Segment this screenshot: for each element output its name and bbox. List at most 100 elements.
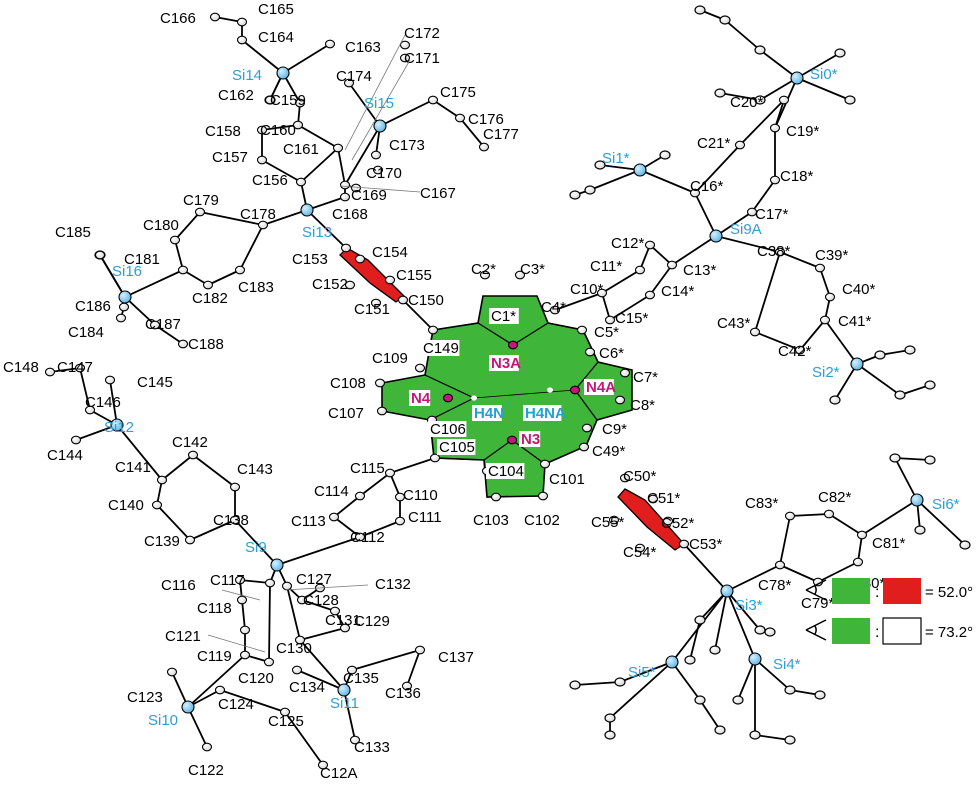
label-c169: C169	[351, 187, 387, 204]
label-c115: C115	[350, 460, 385, 477]
atom-ellipsoid	[834, 48, 846, 58]
atom-c127	[281, 581, 293, 591]
bond	[779, 251, 821, 269]
atom-c156	[295, 177, 307, 187]
label-c41: C41*	[838, 313, 872, 330]
label-c38: C38*	[757, 243, 791, 260]
bond	[599, 164, 641, 171]
bond	[715, 211, 753, 237]
atom-c111	[394, 516, 406, 526]
atom-c42	[794, 345, 806, 355]
label-si10: Si10	[148, 712, 178, 729]
bond	[574, 681, 621, 686]
atom-si16	[118, 290, 132, 304]
bond	[601, 269, 641, 294]
legend-row-2: : = 73.2°	[805, 617, 973, 645]
label-c133: C133	[354, 739, 390, 756]
angle-icon	[805, 579, 827, 601]
label-c43: C43*	[717, 315, 751, 332]
label-si14: Si14	[232, 67, 262, 84]
label-c162: C162	[218, 87, 254, 104]
svg-text::: :	[875, 584, 879, 601]
atom-c17	[746, 207, 758, 217]
atom-c179	[194, 207, 206, 217]
label-c17: C17*	[755, 206, 789, 223]
atom-c146	[84, 405, 96, 415]
bond	[187, 706, 208, 748]
label-c81: C81*	[872, 535, 906, 552]
bond	[75, 424, 118, 441]
atom-c139	[184, 535, 196, 545]
atom-c183	[234, 265, 246, 275]
atom-c136	[401, 681, 413, 691]
atom-c78	[774, 560, 786, 570]
label-c111: C111	[408, 509, 442, 526]
label-c186: C186	[75, 298, 111, 315]
atom-si2	[850, 357, 864, 371]
atom-c164	[236, 35, 248, 45]
atom-c147	[74, 363, 86, 373]
label-c179: C179	[183, 192, 219, 209]
bond	[276, 536, 361, 566]
atom-c116	[234, 575, 246, 585]
bond	[683, 543, 728, 592]
atom-c149	[427, 325, 439, 335]
label-c10: C10*	[570, 281, 604, 298]
label-c1: C1*	[491, 308, 516, 325]
bond	[796, 77, 851, 101]
atom-c113	[328, 512, 340, 522]
bond	[351, 649, 421, 671]
label-bg	[437, 439, 476, 455]
label-c6: C6*	[599, 345, 624, 362]
bond	[737, 658, 756, 701]
atom-c172	[399, 40, 411, 50]
bond	[306, 209, 347, 249]
atom-si1	[633, 163, 647, 177]
atom-c107	[376, 406, 388, 416]
atom-n4a	[569, 385, 581, 395]
bond	[174, 239, 184, 271]
atom-c188	[177, 339, 189, 349]
label-c12a: C12A	[320, 765, 358, 782]
atom-c102	[537, 491, 549, 501]
atom-c9	[581, 423, 593, 433]
atom-c166	[209, 12, 221, 22]
label-c123: C123	[127, 689, 163, 706]
label-c180: C180	[143, 217, 179, 234]
label-c52: C52*	[661, 515, 695, 532]
atom-c8	[614, 395, 626, 405]
label-bg	[409, 390, 431, 406]
atom-c38	[774, 247, 786, 257]
label-c15: C15*	[615, 310, 649, 327]
label-c154: C154	[372, 244, 408, 261]
label-si1: Si1*	[602, 150, 630, 167]
atom-c171	[399, 53, 411, 63]
atom-c3	[514, 270, 526, 280]
atom-c7	[619, 368, 631, 378]
atom-c130	[294, 635, 306, 645]
label-c3: C3*	[520, 261, 545, 278]
label-c116: C116	[161, 577, 196, 594]
bond	[754, 251, 781, 333]
atom-si14	[276, 66, 290, 80]
bond	[671, 590, 728, 663]
label-c128: C128	[303, 592, 339, 609]
bond	[116, 424, 163, 481]
legend-value-1: = 52.0°	[925, 584, 973, 601]
atom-c119	[239, 650, 251, 660]
label-c39: C39*	[815, 247, 849, 264]
atom-ellipsoid	[924, 380, 936, 390]
atom-si9	[270, 558, 284, 572]
legend-value-2: = 73.2°	[925, 624, 973, 641]
bond	[297, 124, 339, 149]
bond	[857, 534, 863, 563]
atom-c122	[201, 742, 213, 752]
label-c104: C104	[488, 463, 524, 480]
label-bg	[519, 431, 541, 447]
label-si2: Si2*	[812, 364, 840, 381]
atom-c182	[202, 280, 214, 290]
atom-ellipsoid	[784, 735, 796, 745]
bond	[754, 734, 791, 741]
atom-si3	[720, 584, 734, 598]
